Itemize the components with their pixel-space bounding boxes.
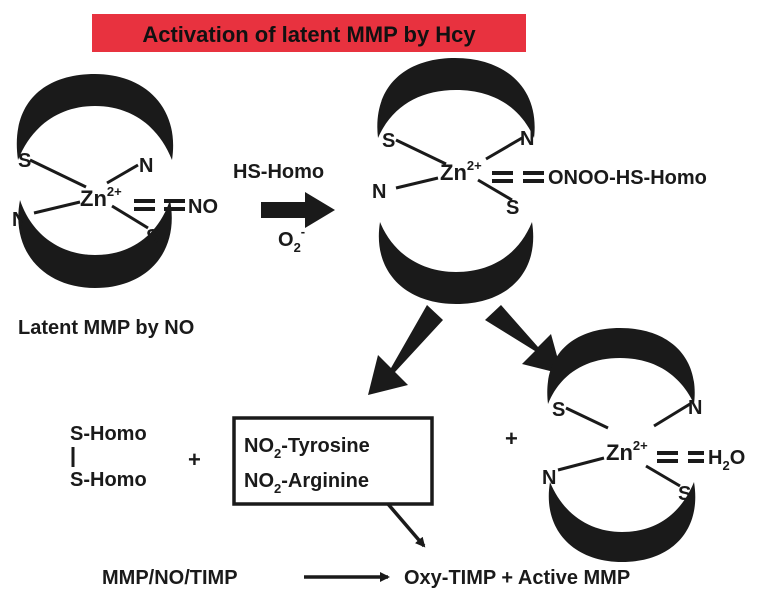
title-banner bbox=[92, 14, 526, 52]
active-bond-s-top bbox=[565, 406, 609, 430]
intermediate-n-bottom: N bbox=[372, 181, 386, 203]
disulfide-bottom: S-Homo bbox=[70, 469, 147, 491]
nitration-products-box bbox=[232, 416, 434, 506]
latent-n-bottom: N bbox=[12, 209, 26, 231]
active-ligand: H2O bbox=[708, 447, 745, 473]
bottom-result: Oxy-TIMP + Active MMP bbox=[404, 567, 630, 589]
active-bottom-crescent bbox=[548, 482, 696, 562]
intermediate-bond-s-top bbox=[395, 138, 447, 166]
latent-bond-n-top bbox=[106, 163, 139, 185]
intermediate-bond-s-bottom bbox=[477, 178, 513, 202]
nitro-tyrosine: NO2-Tyrosine bbox=[244, 435, 370, 461]
latent-bottom-crescent bbox=[18, 200, 172, 288]
active-zinc: Zn2+ bbox=[606, 438, 648, 465]
disulfide-top: S-Homo bbox=[70, 423, 147, 445]
nitro-arginine: NO2-Arginine bbox=[244, 470, 369, 496]
active-mmp-complex: S N Zn2+ H2O N S bbox=[542, 328, 745, 562]
intermediate-top-crescent bbox=[377, 58, 535, 138]
reagent-label: HS-Homo bbox=[233, 161, 324, 183]
active-s-bottom: S bbox=[678, 483, 691, 505]
latent-bond-s-top bbox=[29, 158, 87, 189]
latent-top-crescent bbox=[16, 74, 174, 160]
latent-double-bond-a1 bbox=[134, 199, 155, 203]
active-s-top: S bbox=[552, 399, 565, 421]
active-double-bond-a1 bbox=[657, 451, 678, 455]
latent-n-top: N bbox=[139, 155, 153, 177]
latent-double-bond-a2 bbox=[134, 207, 155, 211]
reaction-arrow bbox=[261, 192, 335, 228]
plus-sign-1: + bbox=[188, 447, 201, 472]
active-bond-n-bottom bbox=[557, 456, 605, 472]
intermediate-double-bond-b1 bbox=[523, 171, 544, 175]
latent-s-top: S bbox=[18, 150, 31, 172]
plus-sign-2: + bbox=[505, 426, 518, 451]
intermediate-s-top: S bbox=[382, 130, 395, 152]
latent-bond-s-bottom bbox=[111, 204, 149, 230]
oxidant-label: O2- bbox=[278, 224, 305, 255]
box-to-oxy-timp-arrow bbox=[386, 502, 426, 548]
diagram-title: Activation of latent MMP by Hcy bbox=[142, 22, 476, 47]
branch-arrow-right bbox=[485, 305, 562, 374]
latent-zinc: Zn2+ bbox=[80, 184, 122, 211]
intermediate-complex: S N Zn2+ ONOO-HS-Homo N S bbox=[372, 58, 707, 304]
latent-double-bond-b1 bbox=[164, 199, 185, 203]
intermediate-double-bond-a2 bbox=[492, 179, 513, 183]
active-double-bond-a2 bbox=[657, 459, 678, 463]
latent-mmp-complex: S N Zn2+ NO N S bbox=[12, 74, 218, 288]
latent-s-bottom: S bbox=[146, 226, 159, 248]
bottom-start: MMP/NO/TIMP bbox=[102, 567, 238, 589]
active-top-crescent bbox=[547, 328, 695, 404]
active-n-top: N bbox=[688, 397, 702, 419]
active-double-bond-b2 bbox=[688, 459, 704, 463]
active-n-bottom: N bbox=[542, 467, 556, 489]
latent-double-bond-b2 bbox=[164, 207, 185, 211]
intermediate-zinc: Zn2+ bbox=[440, 158, 482, 185]
intermediate-ligand: ONOO-HS-Homo bbox=[548, 167, 707, 189]
intermediate-bond-n-bottom bbox=[395, 176, 439, 190]
active-bond-n-top bbox=[653, 402, 691, 428]
active-double-bond-b1 bbox=[688, 451, 704, 455]
intermediate-s-bottom: S bbox=[506, 197, 519, 219]
branch-arrow-left bbox=[368, 305, 443, 395]
intermediate-double-bond-b2 bbox=[523, 179, 544, 183]
intermediate-n-top: N bbox=[520, 128, 534, 150]
latent-ligand: NO bbox=[188, 196, 218, 218]
intermediate-bottom-crescent bbox=[378, 222, 534, 304]
latent-bond-n-bottom bbox=[33, 200, 81, 215]
intermediate-double-bond-a1 bbox=[492, 171, 513, 175]
active-bond-s-bottom bbox=[645, 464, 681, 488]
latent-caption: Latent MMP by NO bbox=[18, 317, 194, 339]
intermediate-bond-n-top bbox=[485, 136, 523, 161]
